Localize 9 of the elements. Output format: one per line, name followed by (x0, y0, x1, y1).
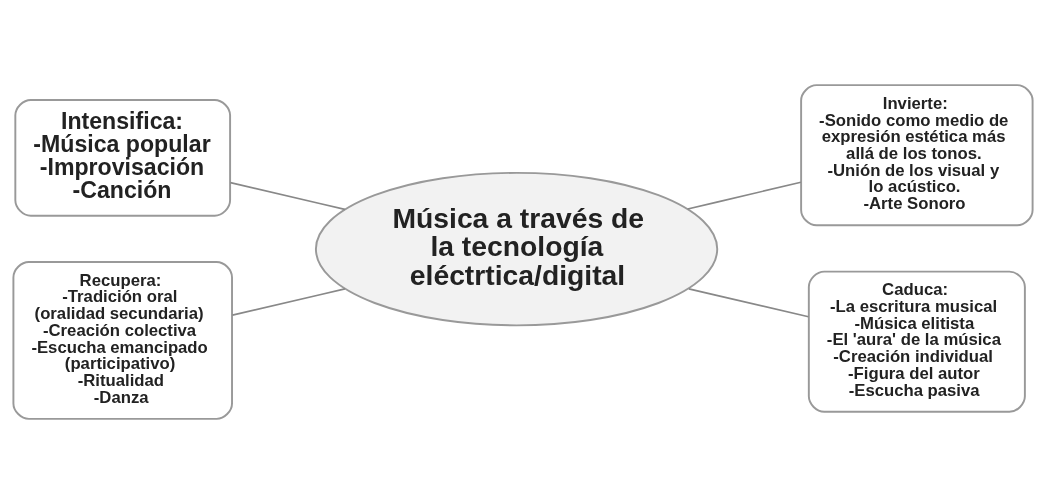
connector (229, 181, 346, 211)
node-ellipse: Música a través de la tecnología eléctrtica/digital (314, 171, 719, 327)
connector (686, 181, 802, 210)
node-box: Recupera: -Tradición oral (oralidad secundaria) -Creación colectiva -Escucha emancipado (participativo) -Ritualidad -Danza (12, 261, 233, 420)
node-box: Invierte: -Sonido como medio de expresión estética más allá de los tonos. -Unión de los visual y lo acústico. -Arte Sonoro (800, 84, 1034, 227)
connector (231, 288, 346, 316)
node-box: Caduca: -La escritura musical -Música elitista -El 'aura' de la música -Creación individual -Figura del autor -Escucha pasiva (807, 270, 1026, 413)
connector (688, 288, 810, 318)
node-box: Intensifica: -Música popular -Improvisación -Canción (14, 98, 232, 217)
